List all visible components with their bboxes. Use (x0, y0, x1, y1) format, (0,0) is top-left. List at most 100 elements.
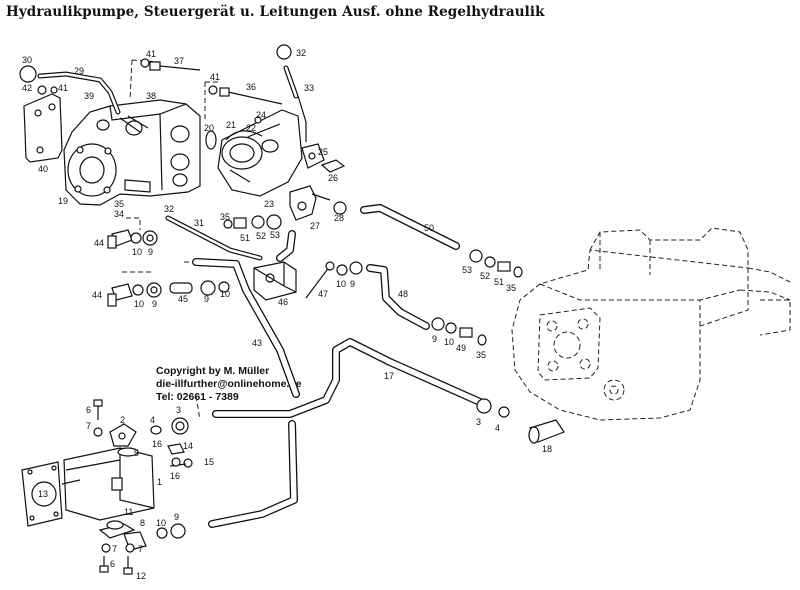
lever-plate-assembly (205, 44, 347, 221)
part-label-41: 41 (146, 49, 156, 59)
part-label-49: 49 (456, 343, 466, 353)
part-label-10b: 10 (132, 247, 142, 257)
fittings-right-group (431, 249, 523, 346)
part-label-16: 16 (152, 439, 162, 449)
part-label-45: 45 (178, 294, 188, 304)
fittings-left-group (107, 217, 230, 307)
part-label-10: 10 (156, 518, 166, 528)
part-label-31: 31 (194, 218, 204, 228)
part-label-1: 1 (157, 477, 162, 487)
part-number-labels: 1 2 3 4 5 6 7 8 9 10 11 12 13 14 15 16 1… (22, 48, 552, 581)
part-label-14: 14 (183, 441, 193, 451)
part-label-10f: 10 (444, 337, 454, 347)
part-label-10d: 10 (220, 289, 230, 299)
fittings-mid-group (223, 214, 296, 262)
part-label-25: 25 (318, 147, 328, 157)
part-label-7b: 7 (112, 544, 117, 554)
part-label-52b: 52 (480, 271, 490, 281)
part-label-4b: 4 (150, 415, 155, 425)
copyright-phone: Tel: 02661 - 7389 (156, 391, 239, 403)
part-label-11: 11 (124, 507, 133, 517)
part-label-9b: 9 (148, 247, 153, 257)
part-label-26: 26 (328, 173, 338, 183)
part-label-16b: 16 (170, 471, 180, 481)
part-label-2: 2 (120, 415, 125, 425)
copyright-email: die-illfurther@onlinehome.de (156, 378, 302, 390)
pipe-17 (212, 338, 484, 418)
part-label-46: 46 (278, 297, 288, 307)
control-valve-housing (63, 99, 201, 206)
part-label-35d: 35 (476, 350, 486, 360)
part-label-18: 18 (542, 444, 552, 454)
pipe-lower (208, 420, 298, 528)
part-label-40: 40 (38, 164, 48, 174)
pipe-50 (360, 204, 460, 250)
mounting-bracket-40 (23, 93, 63, 163)
part-label-41b: 41 (210, 72, 220, 82)
part-label-36: 36 (246, 82, 256, 92)
part-label-10e: 10 (336, 279, 346, 289)
part-label-30: 30 (22, 55, 32, 65)
part-label-9f: 9 (432, 334, 437, 344)
part-label-4: 4 (495, 423, 500, 433)
part-label-43: 43 (252, 338, 262, 348)
tractor-housing-outline (511, 227, 791, 421)
part-label-20: 20 (204, 123, 214, 133)
part-label-42: 42 (22, 83, 32, 93)
part-label-32: 32 (296, 48, 306, 58)
part-label-44b: 44 (92, 290, 102, 300)
part-label-52: 52 (256, 231, 266, 241)
part-label-9e: 9 (350, 279, 355, 289)
part-label-3b: 3 (176, 405, 181, 415)
part-label-33: 33 (304, 83, 314, 93)
part-label-27: 27 (310, 221, 320, 231)
part-label-47: 47 (318, 289, 328, 299)
fittings-3-4-18 (476, 398, 565, 444)
distribution-block-46 (253, 261, 363, 301)
part-label-12: 12 (136, 571, 146, 581)
part-label-37: 37 (174, 56, 184, 66)
hydraulic-pump-1 (21, 395, 201, 575)
part-label-6: 6 (86, 405, 91, 415)
part-label-53b: 53 (462, 265, 472, 275)
part-label-35: 35 (114, 199, 124, 209)
part-label-22: 22 (246, 123, 256, 133)
part-label-32b: 32 (164, 204, 174, 214)
copyright-owner: Copyright by M. Müller (156, 365, 270, 377)
part-label-9: 9 (174, 512, 179, 522)
part-label-38: 38 (146, 91, 156, 101)
part-label-28: 28 (334, 213, 344, 223)
part-label-41c: 41 (58, 83, 68, 93)
part-label-3: 3 (476, 417, 481, 427)
upper-bolts (129, 58, 283, 120)
part-label-44: 44 (94, 238, 104, 248)
pipe-31-43 (165, 215, 300, 398)
part-label-35c: 35 (506, 283, 516, 293)
part-label-7: 7 (86, 421, 91, 431)
part-label-9c: 9 (152, 299, 157, 309)
part-label-29: 29 (74, 66, 84, 76)
part-label-15: 15 (204, 457, 214, 467)
part-label-24: 24 (256, 110, 266, 120)
part-label-10c: 10 (134, 299, 144, 309)
part-label-35b: 35 (220, 212, 230, 222)
part-label-6b: 6 (110, 559, 115, 569)
part-label-9d: 9 (204, 294, 209, 304)
part-label-8: 8 (140, 518, 145, 528)
part-label-5: 5 (134, 448, 139, 458)
part-label-23: 23 (264, 199, 274, 209)
part-label-50: 50 (424, 223, 434, 233)
part-label-51b: 51 (494, 277, 504, 287)
part-label-13: 13 (38, 489, 48, 499)
part-label-19: 19 (58, 196, 68, 206)
part-label-21: 21 (226, 120, 236, 130)
pipe-29 (19, 65, 121, 115)
part-label-17: 17 (384, 371, 394, 381)
pipe-48 (366, 264, 430, 330)
part-label-39: 39 (84, 91, 94, 101)
part-label-48: 48 (398, 289, 408, 299)
diagram-title: Hydraulikpumpe, Steuergerät u. Leitungen… (6, 4, 545, 20)
part-label-7c: 7 (138, 544, 143, 554)
part-label-34: 34 (114, 209, 124, 219)
